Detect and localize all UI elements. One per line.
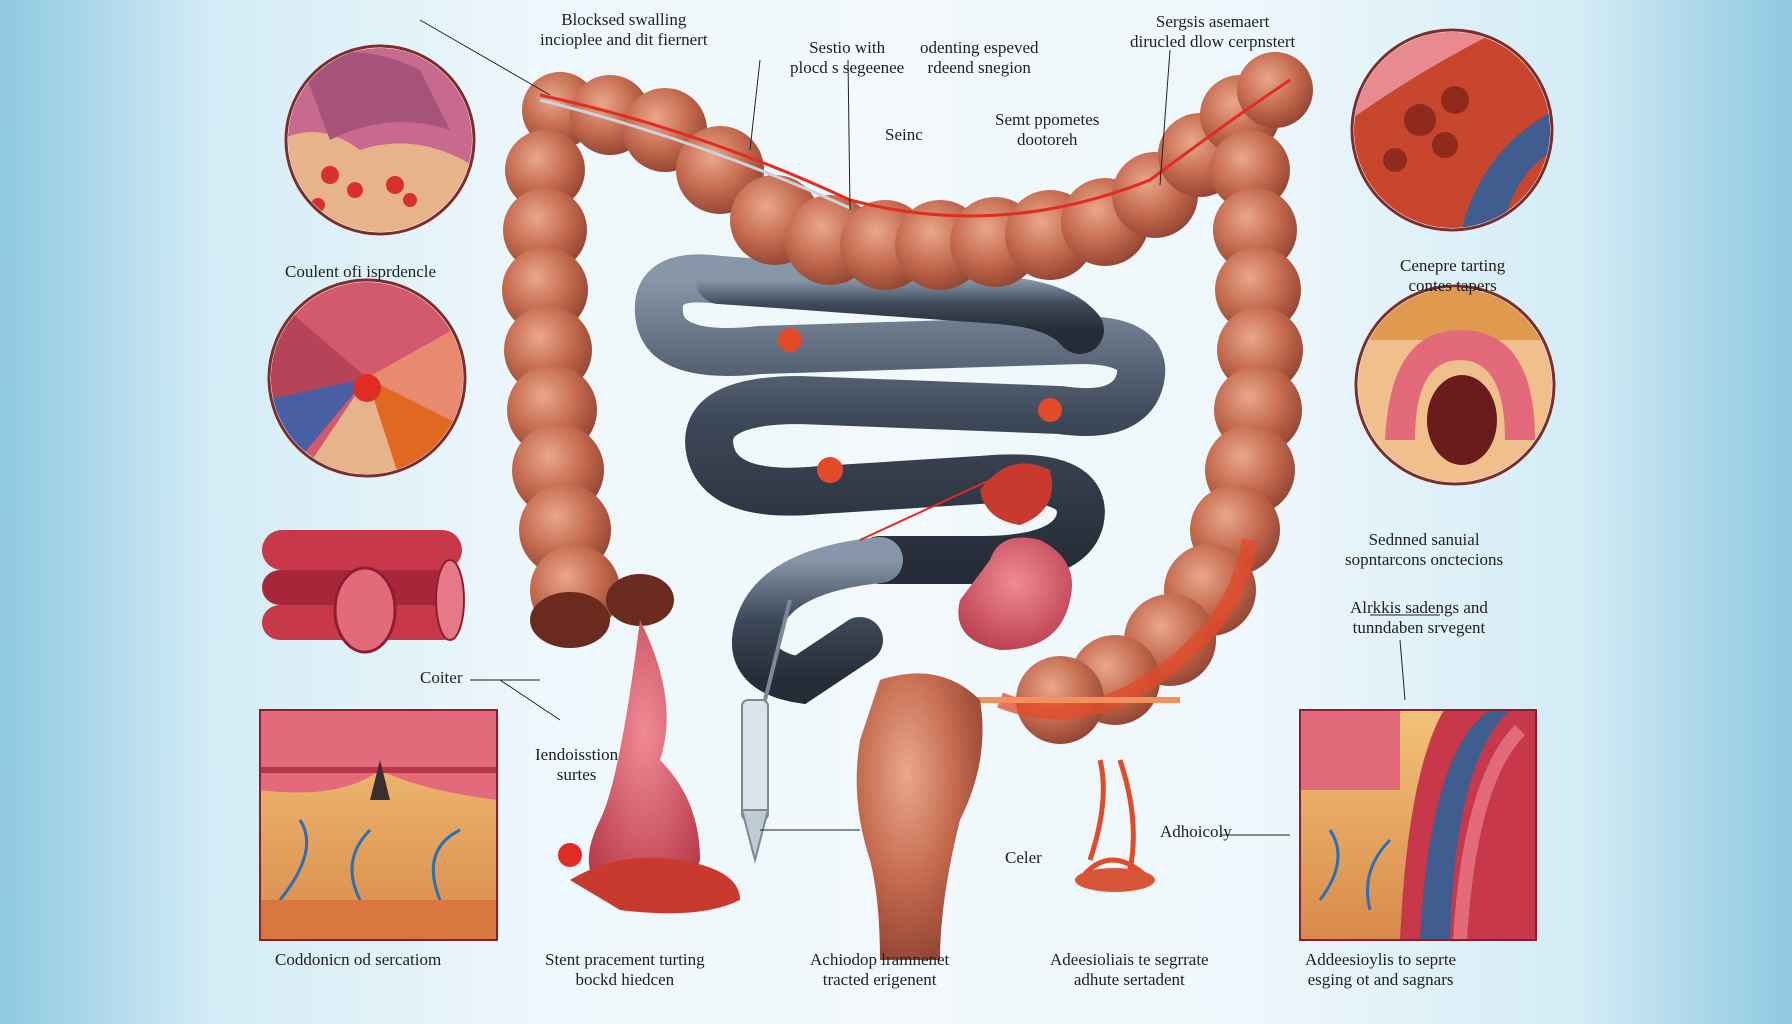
inset-tissue-panel-right bbox=[1299, 709, 1537, 941]
leader-lines bbox=[419, 19, 1440, 836]
label-coiter: Coiter bbox=[420, 668, 463, 687]
label-celer: Celer bbox=[1005, 848, 1042, 867]
label-seinc: Seinc bbox=[885, 125, 923, 144]
inset-tube-segment bbox=[262, 530, 465, 654]
stent-instrument bbox=[740, 599, 792, 864]
large-intestine bbox=[502, 52, 1313, 960]
inset-circle-tissue-4 bbox=[1354, 284, 1556, 486]
inset-circle-tissue-3 bbox=[1350, 28, 1554, 232]
inflamed-segment bbox=[958, 537, 1072, 650]
label-adhoicoly: Adhoicoly bbox=[1160, 822, 1232, 841]
small-intestine-loops bbox=[634, 254, 1166, 705]
appendix-pouch bbox=[558, 620, 740, 914]
inset-circle-tissue-1 bbox=[284, 44, 476, 236]
adhesion-strands bbox=[1075, 759, 1155, 892]
inset-tissue-panel-left bbox=[259, 709, 498, 941]
label-coulent: Coulent ofi isprdencle bbox=[285, 262, 437, 281]
label-coddonicn: Coddonicn od sercatiom bbox=[275, 950, 442, 969]
inset-circle-tissue-2 bbox=[267, 278, 467, 478]
